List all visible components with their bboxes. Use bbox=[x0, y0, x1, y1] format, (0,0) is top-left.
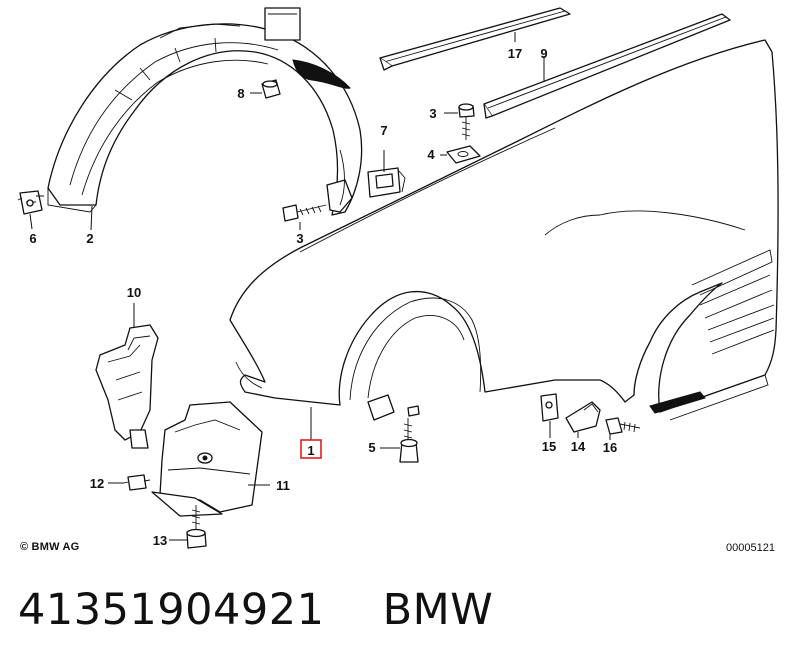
callout-6: 6 bbox=[29, 231, 36, 246]
clip-part-12 bbox=[123, 474, 151, 491]
bracket-part-14 bbox=[565, 401, 601, 433]
callout-12: 12 bbox=[90, 476, 104, 491]
clip-part-8 bbox=[261, 79, 281, 99]
callout-10: 10 bbox=[127, 285, 141, 300]
screw-part-3-lower bbox=[282, 204, 327, 222]
bracket-part-10 bbox=[95, 324, 159, 449]
clip-part-6 bbox=[17, 190, 44, 215]
moulding-part-17 bbox=[379, 7, 571, 71]
bracket-part-7 bbox=[367, 167, 406, 198]
screw-part-3-upper bbox=[458, 103, 475, 140]
leader-lines bbox=[29, 32, 611, 541]
callout-11: 11 bbox=[276, 478, 290, 493]
clip-nut-part-4 bbox=[446, 145, 481, 164]
cover-plate-part-11 bbox=[151, 401, 263, 517]
parts-diagram: 1 2 3 3 4 5 6 7 8 9 10 11 12 13 14 15 16… bbox=[17, 7, 779, 549]
callout-5: 5 bbox=[368, 440, 375, 455]
wheel-arch-liner bbox=[47, 7, 363, 216]
screw-part-13 bbox=[186, 505, 207, 549]
callout-15: 15 bbox=[542, 439, 556, 454]
brand-name: BMW bbox=[382, 585, 494, 635]
callout-8: 8 bbox=[237, 86, 244, 101]
front-fender-part-1 bbox=[229, 39, 779, 421]
callout-9: 9 bbox=[540, 46, 547, 61]
callout-16: 16 bbox=[603, 440, 617, 455]
callout-2: 2 bbox=[86, 231, 93, 246]
diagram-id: 00005121 bbox=[726, 542, 775, 554]
moulding-part-9 bbox=[483, 13, 731, 119]
screw-part-16 bbox=[605, 417, 641, 435]
highlight-box-part-1 bbox=[300, 439, 322, 459]
copyright-text: © BMW AG bbox=[20, 541, 80, 553]
callout-3-upper: 3 bbox=[429, 106, 436, 121]
callout-3-lower: 3 bbox=[296, 231, 303, 246]
callout-4: 4 bbox=[427, 147, 435, 162]
bolt-part-5 bbox=[399, 418, 419, 463]
callout-labels: 1 2 3 3 4 5 6 7 8 9 10 11 12 13 14 15 16… bbox=[29, 46, 617, 548]
callout-13: 13 bbox=[153, 533, 167, 548]
footer-caption: 41351904921 BMW bbox=[18, 585, 493, 635]
callout-17: 17 bbox=[508, 46, 522, 61]
callout-7: 7 bbox=[380, 123, 387, 138]
part-number: 41351904921 bbox=[18, 585, 325, 635]
callout-1: 1 bbox=[307, 443, 314, 458]
bracket-part-15 bbox=[540, 393, 559, 422]
callout-14: 14 bbox=[571, 439, 586, 454]
